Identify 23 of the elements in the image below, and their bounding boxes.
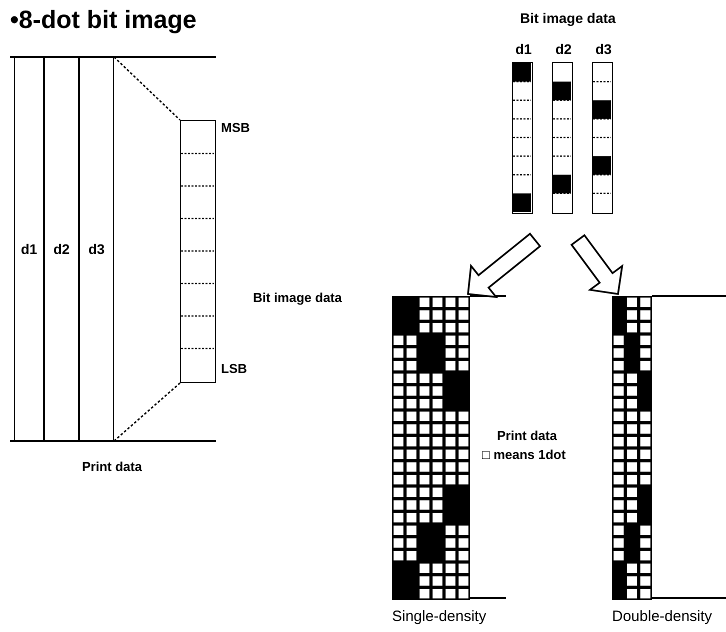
projection-line	[114, 382, 180, 442]
column-label: d1	[514, 41, 533, 57]
hollow-arrow	[570, 234, 624, 296]
print-column	[44, 57, 79, 441]
print-data-label: Print data	[497, 428, 557, 443]
title: •8-dot bit image	[10, 6, 197, 35]
column-label: d3	[594, 41, 613, 57]
dot-legend-note: □ means 1dot	[482, 447, 566, 462]
hollow-arrow	[467, 232, 542, 298]
grid-caption: Single-density	[392, 608, 486, 625]
bit-image-data-label: Bit image data	[520, 10, 616, 26]
column-label: d1	[20, 241, 38, 257]
print-column	[79, 57, 114, 441]
print-data-label: Print data	[82, 459, 142, 474]
projection-line	[113, 56, 181, 121]
column-label: d2	[53, 241, 70, 257]
bit-order-label: LSB	[221, 361, 247, 376]
column-label: d2	[554, 41, 573, 57]
bit-order-label: MSB	[221, 120, 250, 135]
print-column	[14, 57, 44, 441]
column-label: d3	[88, 241, 105, 257]
grid-caption: Double-density	[612, 608, 712, 625]
bit-image-data-label: Bit image data	[253, 290, 342, 305]
